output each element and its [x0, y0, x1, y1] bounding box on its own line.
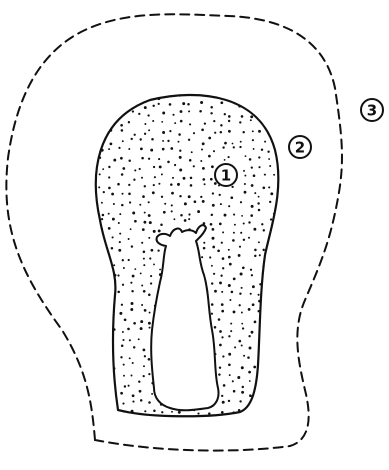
- svg-text:1: 1: [221, 167, 231, 185]
- zone-3-label: 3: [361, 99, 383, 121]
- svg-text:2: 2: [295, 139, 305, 157]
- svg-text:3: 3: [367, 102, 377, 120]
- zone-2-label: 2: [289, 136, 311, 158]
- zone-1-label: 1: [215, 164, 237, 186]
